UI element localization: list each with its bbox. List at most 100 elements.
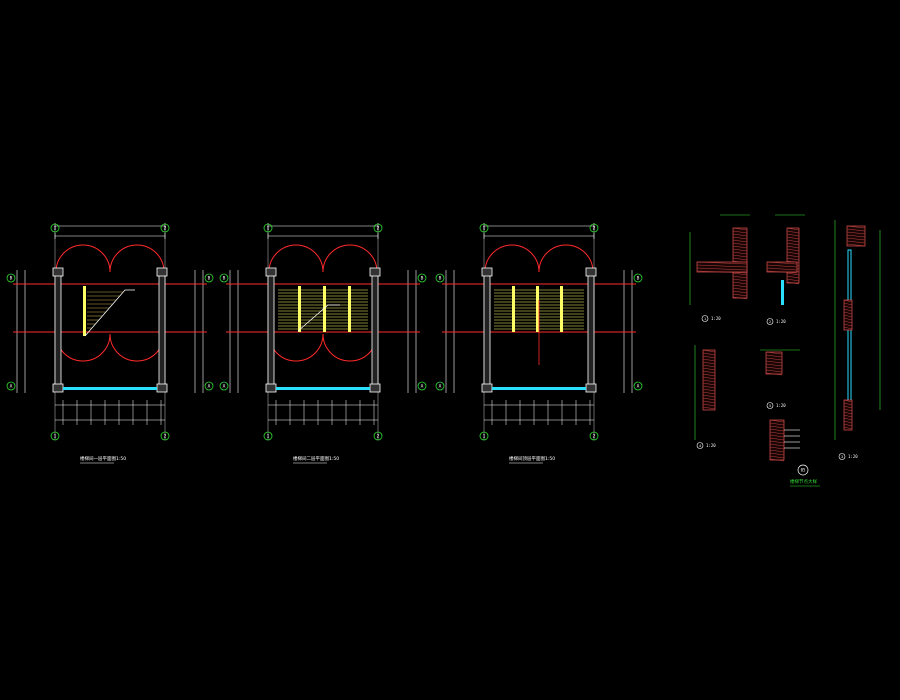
axis-bubble-a-right: A	[417, 381, 427, 391]
detail-scale: 1:20	[776, 319, 786, 324]
axis-bubble-a: A	[435, 381, 445, 391]
section-hatch	[843, 420, 853, 424]
axis-bubble-circle	[204, 273, 214, 283]
door-swing-arc-top	[109, 244, 165, 273]
section-hatch	[846, 240, 866, 244]
axis-bubble-circle	[6, 273, 16, 283]
section-hatch	[732, 275, 748, 279]
detail-scale: 1:20	[706, 443, 716, 448]
section-hatch	[843, 402, 853, 406]
detail-5-block	[765, 351, 783, 376]
column	[369, 267, 381, 277]
stair-handrail-post	[560, 286, 563, 332]
section-hatch	[765, 366, 783, 370]
window	[276, 387, 370, 390]
column	[585, 383, 597, 393]
section-hatch	[843, 299, 853, 303]
section-hatch	[696, 267, 748, 271]
section-hatch	[786, 281, 800, 285]
axis-bubble-circle	[219, 381, 229, 391]
detail-4-wall	[702, 349, 716, 411]
axis-bubble-a-right: A	[204, 381, 214, 391]
stair-detail-stringer	[769, 419, 785, 462]
detail-number: 1	[704, 317, 706, 321]
axis-bubble-1-bottom: 1	[479, 431, 489, 441]
column	[52, 267, 64, 277]
axis-bubble-circle	[373, 223, 383, 233]
axis-bubble-circle	[219, 273, 229, 283]
door-swing-arc-top	[538, 244, 594, 273]
column	[481, 383, 493, 393]
section-hatch	[786, 227, 800, 231]
section-hatch	[843, 414, 853, 418]
section-hatch	[732, 257, 748, 261]
section-hatch	[843, 314, 853, 318]
section-hatch	[732, 281, 748, 285]
detail-number-circle	[696, 442, 704, 449]
section-hatch	[786, 251, 800, 255]
section-hatch	[843, 408, 853, 412]
stair-handrail-post	[512, 286, 515, 332]
section-hatch	[769, 422, 785, 426]
section-hatch	[769, 458, 785, 462]
detail-scale: 1:20	[711, 316, 721, 321]
stair-cut-line	[84, 289, 135, 337]
axis-bubble-label: 1	[267, 226, 270, 232]
door-swing-arc-top	[268, 244, 324, 273]
section-hatch	[702, 367, 716, 371]
column	[52, 383, 64, 393]
section-hatch	[786, 272, 800, 276]
axis-bubble-2-bottom: 2	[373, 431, 383, 441]
detail-3-window	[847, 249, 852, 416]
axis-bubble-1-bottom: 1	[263, 431, 273, 441]
section-hatch	[769, 428, 785, 432]
detail-3-sill	[843, 399, 853, 431]
section-hatch	[843, 426, 853, 430]
axis-bubble-label: 1	[483, 434, 486, 440]
section-hatch	[769, 425, 785, 429]
axis-bubble-circle	[633, 273, 643, 283]
axis-bubble-circle	[479, 431, 489, 441]
plan-title: 楼梯间二层平面图	[293, 455, 329, 462]
section-hatch	[766, 267, 798, 271]
section-hatch	[765, 357, 783, 361]
axis-bubble-label: 2	[377, 226, 380, 232]
left-wall	[267, 269, 275, 391]
section-hatch	[846, 234, 866, 238]
axis-bubble-label: 2	[377, 434, 380, 440]
detail-number-circle	[766, 318, 774, 325]
section-hatch	[696, 261, 748, 265]
right-wall	[587, 269, 595, 391]
detail-3-head	[846, 225, 866, 247]
section-hatch	[786, 257, 800, 261]
detail-scale: 1:20	[776, 403, 786, 408]
section-hatch	[843, 399, 853, 403]
section-hatch	[786, 233, 800, 237]
column	[265, 267, 277, 277]
section-hatch	[843, 417, 853, 421]
axis-bubble-b-right: B	[417, 273, 427, 283]
section-hatch	[732, 296, 748, 300]
axis-bubble-label: A	[637, 384, 640, 390]
axis-bubble-label: 2	[593, 434, 596, 440]
axis-bubble-1: 1	[50, 223, 60, 233]
section-hatch	[765, 354, 783, 358]
axis-bubble-circle	[589, 223, 599, 233]
axis-bubble-circle	[633, 381, 643, 391]
detail-number: 5	[769, 404, 771, 408]
column	[369, 383, 381, 393]
section-hatch	[843, 423, 853, 427]
axis-bubble-circle	[160, 431, 170, 441]
axis-bubble-circle	[435, 273, 445, 283]
axis-bubble-b: B	[219, 273, 229, 283]
section-hatch	[702, 355, 716, 359]
detail-number-circle	[766, 402, 774, 409]
section-hatch	[846, 231, 866, 235]
axis-bubble-circle	[373, 431, 383, 441]
section-hatch	[732, 284, 748, 288]
